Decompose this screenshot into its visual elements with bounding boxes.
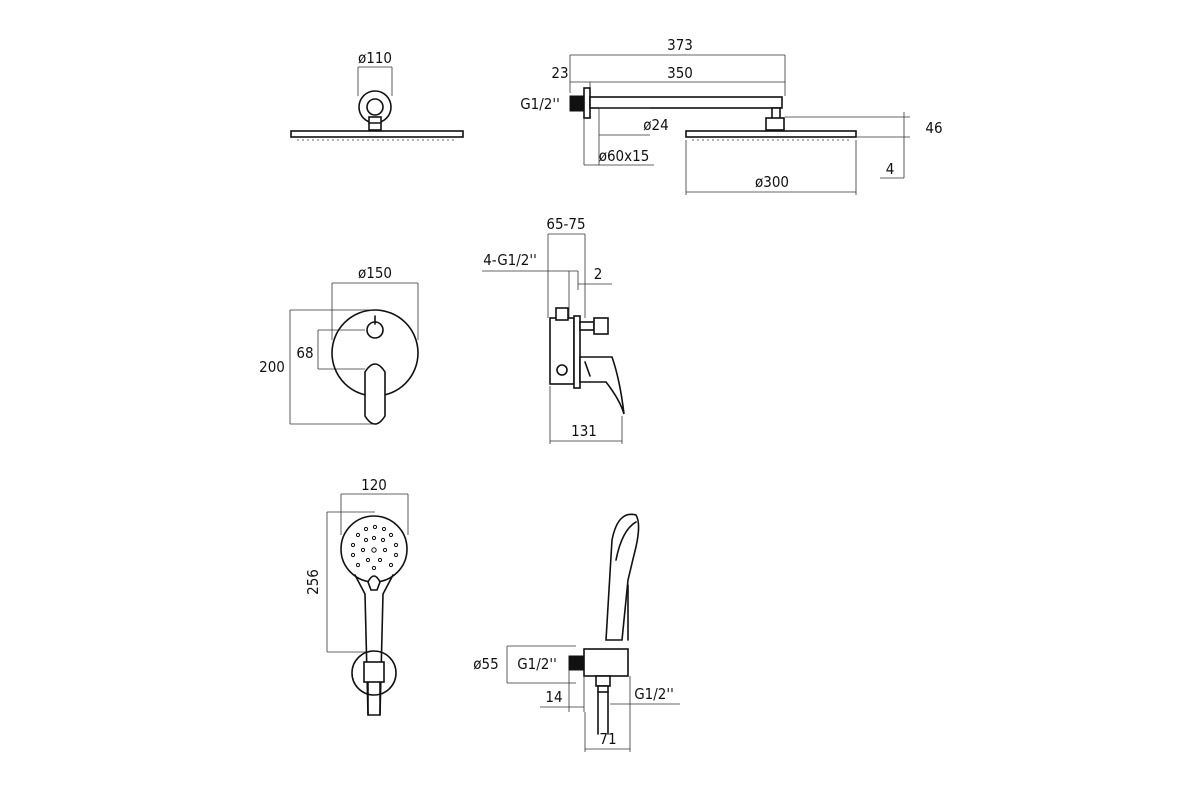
dim-length: 256: [304, 569, 322, 595]
dim-wall-depth: 14: [545, 688, 562, 706]
dim-height-total: 46: [925, 119, 942, 137]
dim-flange-size: ø60x15: [599, 147, 650, 165]
dim-arm-total: 373: [667, 36, 693, 54]
mixer-front-view: ø150 200 68: [259, 264, 419, 425]
label-thread-bottom: G1/2'': [634, 685, 674, 703]
dim-head-thickness: 4: [886, 160, 895, 178]
dim-handle-offset: 68: [296, 344, 313, 362]
label-connection-thread: G1/2'': [520, 95, 560, 113]
dim-depth-range: 65-75: [546, 215, 585, 233]
hand-shower-front-view: 120 256: [304, 476, 409, 716]
spray-nozzle-holes: [350, 524, 399, 571]
dim-plate-thickness: 2: [594, 265, 603, 283]
mixer-side-view: 65-75 4-G1/2'' 2 131: [482, 215, 625, 444]
dim-plate-height: 200: [259, 358, 285, 376]
dim-projection-hand: 71: [599, 730, 616, 748]
dim-arm-diameter: ø24: [643, 116, 668, 134]
dim-front-diameter: ø110: [358, 49, 392, 67]
label-outlets: 4-G1/2'': [483, 251, 537, 269]
hand-shower-side-view: ø55 G1/2'' 14 G1/2'' 71: [473, 513, 680, 752]
dim-head-width: 120: [361, 476, 387, 494]
dim-outlet-diameter: ø55: [473, 655, 498, 673]
dim-head-diameter: ø300: [755, 173, 789, 191]
dim-projection: 131: [571, 422, 597, 440]
label-thread-top: G1/2'': [517, 655, 557, 673]
dim-arm-length: 350: [667, 64, 693, 82]
overhead-shower-side-view: 373 350 23 G1/2'' ø24 ø60x15 ø300 46 4: [520, 36, 943, 195]
overhead-shower-front-view: ø110: [290, 49, 464, 141]
dim-plate-diameter: ø150: [358, 264, 392, 282]
dim-wall-offset: 23: [551, 64, 568, 82]
